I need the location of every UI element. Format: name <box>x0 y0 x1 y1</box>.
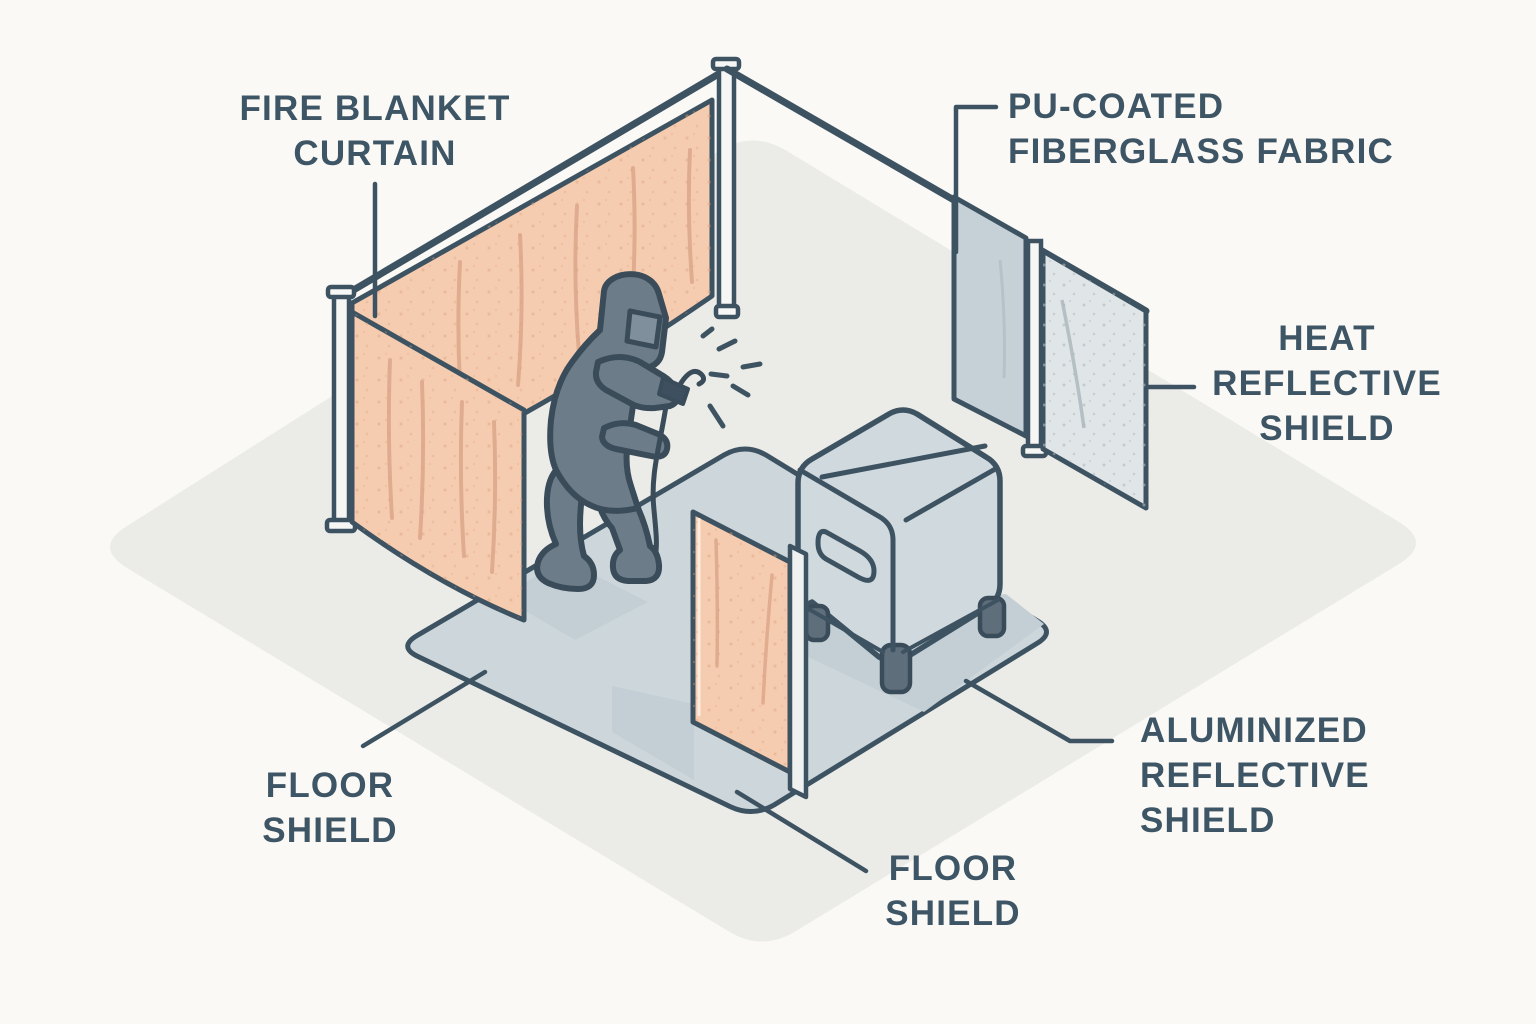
welder-figure <box>534 271 763 592</box>
label-fire-blanket-curtain: FIRE BLANKET CURTAIN <box>239 89 511 173</box>
leader-pu-coated <box>953 104 999 255</box>
corner-pole <box>710 56 742 320</box>
leader-lines <box>360 104 1197 874</box>
welding-torch <box>657 376 690 406</box>
wing-curtain-texture <box>352 312 524 620</box>
heat-shield-crease <box>1060 299 1086 429</box>
leader-floor-shield-left <box>360 669 488 749</box>
pu-fiberglass-panel <box>951 194 1029 439</box>
torch-cable <box>650 403 669 555</box>
fire-blanket-curtain-wall <box>324 56 742 623</box>
leader-floor-shield-center <box>734 789 869 874</box>
welding-sparks <box>700 326 763 429</box>
pu-panel-crease <box>998 259 1006 379</box>
welder-visor <box>624 308 663 350</box>
screen-shadow <box>612 686 694 780</box>
welding-machine <box>795 407 1007 695</box>
label-floor-shield-left: FLOOR SHIELD <box>262 766 398 850</box>
leader-aluminized <box>963 678 1115 744</box>
label-heat-reflective-shield: HEAT REFLECTIVE SHIELD <box>1212 319 1442 448</box>
curtain-rail <box>336 65 731 302</box>
screen-creases <box>714 538 774 705</box>
label-aluminized-reflective-shield: ALUMINIZED REFLECTIVE SHIELD <box>1140 711 1370 840</box>
label-floor-shield-center: FLOOR SHIELD <box>885 849 1021 933</box>
left-pole <box>324 284 358 534</box>
right-panel-wall <box>723 65 1150 511</box>
heat-shield-texture <box>1043 251 1146 508</box>
welder-forearm <box>599 420 671 460</box>
label-pu-coated-fiberglass: PU-COATED FIBERGLASS FABRIC <box>1008 87 1394 171</box>
torch-nozzle-hook <box>678 369 707 387</box>
machine-edges <box>797 443 1000 654</box>
welder-shadow <box>500 560 648 640</box>
machine-handle-slot <box>815 529 877 583</box>
screen-side-bar <box>787 543 809 800</box>
standing-screen-panel <box>690 509 809 800</box>
wing-curtain-creases <box>386 358 498 574</box>
